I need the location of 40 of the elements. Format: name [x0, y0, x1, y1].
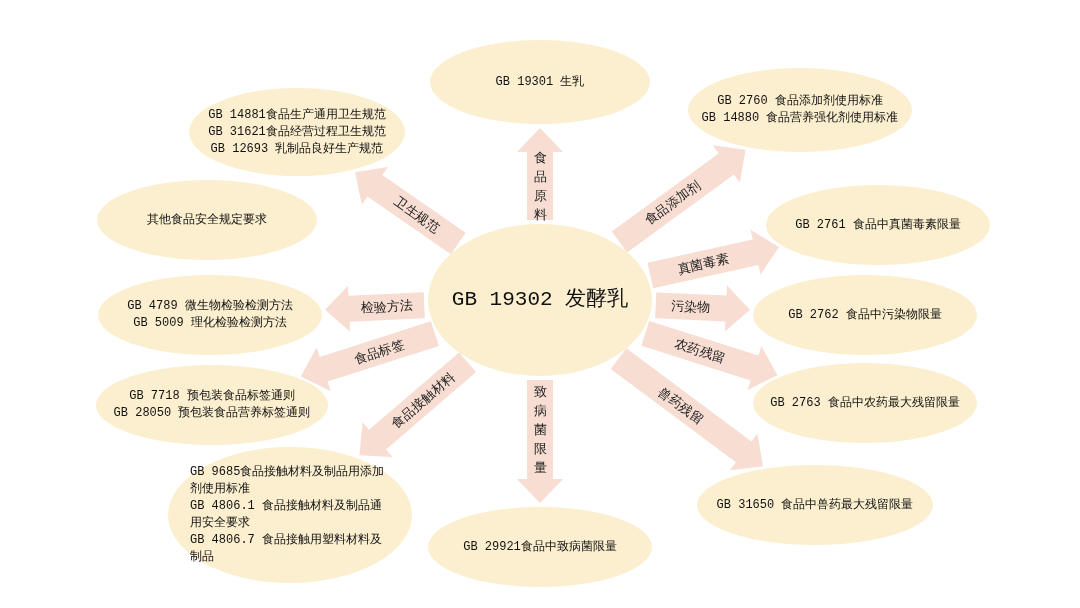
standard-text: GB 19301 生乳	[495, 73, 585, 91]
standard-text: GB 29921食品中致病菌限量	[463, 538, 617, 556]
arrow-label: 食品接触材料	[388, 369, 458, 433]
arrow-label: 检验方法	[360, 298, 413, 316]
arrow-label: 致病菌限量	[533, 383, 547, 477]
block-arrow	[610, 348, 763, 471]
standard-text: GB 9685食品接触材料及制品用添加剂使用标准	[190, 464, 386, 498]
arrow-label: 兽药残留	[655, 383, 707, 427]
arrow-label: 真菌毒素	[675, 250, 730, 277]
arrow-label: 食品添加剂	[642, 177, 704, 229]
standard-text: 其他食品安全规定要求	[147, 211, 267, 229]
arrow-label: 污染物	[671, 298, 711, 316]
standard-text: GB 4806.1 食品接触材料及制品通用安全要求	[190, 498, 383, 532]
block-arrow	[517, 380, 563, 503]
standard-text: GB 2761 食品中真菌毒素限量	[795, 216, 961, 234]
standard-text: GB 28050 预包装食品营养标签通则	[113, 405, 311, 422]
standard-text: GB 31650 食品中兽药最大残留限量	[716, 496, 914, 514]
arrow-label: 农药残留	[672, 335, 727, 366]
standard-text: GB 14881食品生产通用卫生规范	[208, 106, 386, 124]
block-arrow	[359, 352, 477, 458]
standard-text: GB 31621食品经营过程卫生规范	[208, 123, 386, 141]
arrow-label: 卫生规范	[390, 193, 443, 236]
block-arrow	[611, 145, 746, 253]
standard-text: GB 2760 食品添加剂使用标准	[717, 93, 883, 110]
block-arrow	[355, 166, 466, 255]
block-arrow	[655, 285, 750, 332]
standard-text: GB 4789 微生物检验检测方法	[127, 298, 293, 315]
standard-text: GB 4806.7 食品接触用塑料材料及制品	[190, 532, 383, 566]
block-arrow	[517, 128, 563, 220]
block-arrow	[325, 285, 425, 332]
standard-text: GB 5009 理化检验检测方法	[133, 315, 287, 332]
topic-title: GB 19302 发酵乳	[451, 287, 629, 313]
standard-text: GB 12693 乳制品良好生产规范	[210, 140, 384, 158]
block-arrow	[647, 229, 779, 289]
standard-text: GB 14880 食品营养强化剂使用标准	[701, 110, 899, 127]
standard-text: GB 2763 食品中农药最大残留限量	[770, 394, 960, 412]
standard-text: GB 7718 预包装食品标签通则	[129, 388, 295, 405]
standard-text: GB 2762 食品中污染物限量	[788, 306, 942, 324]
arrow-label: 食品标签	[352, 336, 407, 367]
arrow-label: 食品原料	[533, 149, 547, 224]
